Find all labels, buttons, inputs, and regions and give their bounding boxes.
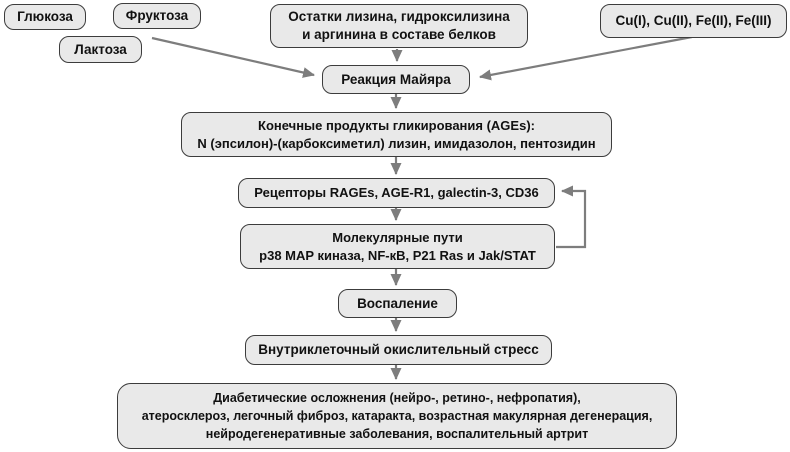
arrow-metals-to-maillard: [479, 35, 693, 81]
node-maillard-reaction: Реакция Майяра: [322, 65, 470, 94]
node-glucose: Глюкоза: [4, 4, 86, 30]
node-protein-residues: Остатки лизина, гидроксилизина и аргинин…: [270, 4, 528, 48]
arrow-feedback-pathways-to-receptors: [556, 185, 587, 249]
node-inflammation: Воспаление: [338, 289, 457, 318]
node-fructose: Фруктоза: [113, 3, 201, 29]
node-metal-ions: Cu(I), Cu(II), Fe(II), Fe(III): [600, 4, 787, 38]
node-ages: Конечные продукты гликирования (AGEs): N…: [181, 112, 612, 157]
node-lactose: Лактоза: [59, 36, 142, 63]
arrow-sugars-to-maillard: [151, 36, 315, 78]
node-receptors: Рецепторы RAGEs, AGE-R1, galectin-3, CD3…: [238, 178, 555, 208]
node-complications: Диабетические осложнения (нейро-, ретино…: [117, 383, 677, 449]
node-oxidative-stress: Внутриклеточный окислительный стресс: [245, 335, 552, 365]
node-molecular-pathways: Молекулярные пути p38 MAP киназа, NF-кB,…: [240, 224, 555, 269]
